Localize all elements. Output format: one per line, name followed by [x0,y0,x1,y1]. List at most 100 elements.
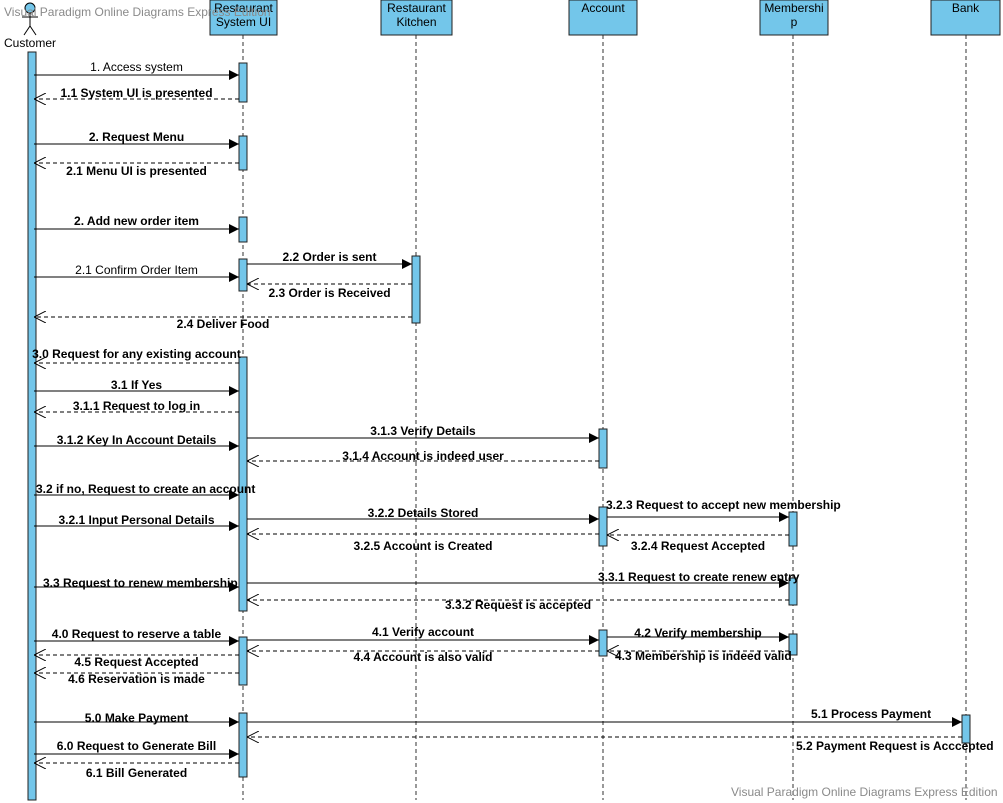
participant-box [209,0,278,36]
message-label: 2.3 Order is Received [268,286,390,300]
message-34: 6.0 Request to Generate Bill [34,739,239,759]
activation-bar-12 [788,511,798,547]
message-15: 3.2 if no, Request to create an account [34,482,255,500]
message-label: 3.2.4 Request Accepted [631,539,765,553]
lifelines [242,35,967,800]
message-label: 5.1 Process Payment [811,707,931,721]
message-label: 5.2 Payment Request is Acccepted [796,739,994,753]
message-label: 3.2.2 Details Stored [368,506,479,520]
activation-bar-10 [598,506,608,547]
participant-3: Account [568,0,638,36]
message-11: 3.1.1 Request to log in [34,399,239,413]
message-23: 3.3.2 Request is accepted [247,598,789,612]
participant-label: Bank [952,1,980,15]
message-7: 2.3 Order is Received [247,284,412,300]
participant-label: System UI [216,15,271,29]
message-label: 4.0 Request to reserve a table [52,627,222,641]
message-1: 1.1 System UI is presented [34,86,239,100]
participant-box [759,0,829,36]
participant-label: Account [581,1,625,15]
message-17: 3.2.2 Details Stored [247,506,599,524]
message-12: 3.1.2 Key In Account Details [34,433,239,451]
activation-bar-13 [788,577,798,606]
message-label: 3.1 If Yes [111,378,162,392]
activation-bar-0 [27,51,37,801]
activation-bar-9 [598,428,608,469]
stick-figure-actor-icon [22,2,38,36]
participant-label: Membershi [764,1,823,15]
activation-bars [27,51,971,801]
participant-label: p [791,15,798,29]
participant-4: Membership [759,0,829,36]
message-label: 3.3.2 Request is accepted [445,598,591,612]
message-label: 3.2.5 Account is Created [354,539,493,553]
message-label: 2. Request Menu [89,130,184,144]
activation-bar-11 [598,629,608,657]
activation-bar-2 [238,135,248,171]
message-label: 2.2 Order is sent [282,250,376,264]
message-label: 3.3.1 Request to create renew entry [598,570,800,584]
message-35: 6.1 Bill Generated [34,763,239,780]
message-label: 2.4 Deliver Food [177,317,270,331]
message-label: 3.2 if no, Request to create an account [36,482,255,496]
message-label: 3.2.3 Request to accept new membership [606,498,841,512]
participant-box [380,0,453,36]
message-label: 3.0 Request for any existing account [32,347,241,361]
message-2: 2. Request Menu [34,130,239,149]
message-13: 3.1.3 Verify Details [247,424,599,443]
message-label: 3.3 Request to renew membership [43,576,238,590]
message-21: 3.3 Request to renew membership [34,576,239,592]
message-30: 4.6 Reservation is made [34,672,239,686]
message-label: 1. Access system [90,60,183,74]
activation-bar-5 [238,356,248,612]
message-label: 3.1.3 Verify Details [370,424,476,438]
message-6: 2.2 Order is sent [247,250,412,269]
message-label: 4.5 Request Accepted [74,655,198,669]
participant-label: Kitchen [396,15,436,29]
activation-bar-6 [238,636,248,686]
message-14: 3.1.4 Account is indeed user [247,449,599,463]
activation-bar-7 [238,712,248,778]
participant-label: Restaurant [387,1,446,15]
message-label: 2.1 Confirm Order Item [75,263,198,277]
message-20: 3.2.5 Account is Created [247,534,599,553]
message-5: 2.1 Confirm Order Item [34,263,239,282]
activation-bar-8 [411,255,421,324]
actor-customer: Customer [4,2,56,50]
participant-box [568,0,638,36]
message-27: 4.3 Membership is indeed valid [607,649,792,663]
message-label: 2.1 Menu UI is presented [66,164,207,178]
actor-label: Customer [4,36,56,50]
activation-bar-1 [238,62,248,103]
message-label: 1.1 System UI is presented [60,86,212,100]
message-label: 4.3 Membership is indeed valid [615,649,792,663]
message-label: 3.2.1 Input Personal Details [58,513,214,527]
message-9: 3.0 Request for any existing account [32,347,241,363]
activation-bar-14 [788,633,798,656]
message-label: 5.0 Make Payment [85,711,188,725]
message-18: 3.2.3 Request to accept new membership [606,498,841,522]
message-16: 3.2.1 Input Personal Details [34,513,239,531]
message-3: 2.1 Menu UI is presented [34,163,239,178]
message-label: 4.2 Verify membership [634,626,761,640]
activation-bar-3 [238,216,248,243]
activation-bar-4 [238,258,248,292]
message-label: 4.4 Account is also valid [354,650,493,664]
message-8: 2.4 Deliver Food [34,317,412,331]
message-label: 6.0 Request to Generate Bill [57,739,216,753]
messages: 1. Access system 1.1 System UI is present… [32,60,994,780]
message-19: 3.2.4 Request Accepted [607,535,789,553]
participant-5: Bank [930,0,1001,36]
message-label: 6.1 Bill Generated [86,766,187,780]
participant-label: Restaurant [214,1,273,15]
message-31: 5.0 Make Payment [34,711,239,727]
watermark-top: Visual Paradigm Online Diagrams Express … [4,5,271,19]
message-label: 3.1.4 Account is indeed user [342,449,504,463]
message-24: 4.0 Request to reserve a table [34,627,239,646]
message-28: 4.4 Account is also valid [247,650,599,664]
message-label: 4.1 Verify account [372,625,474,639]
